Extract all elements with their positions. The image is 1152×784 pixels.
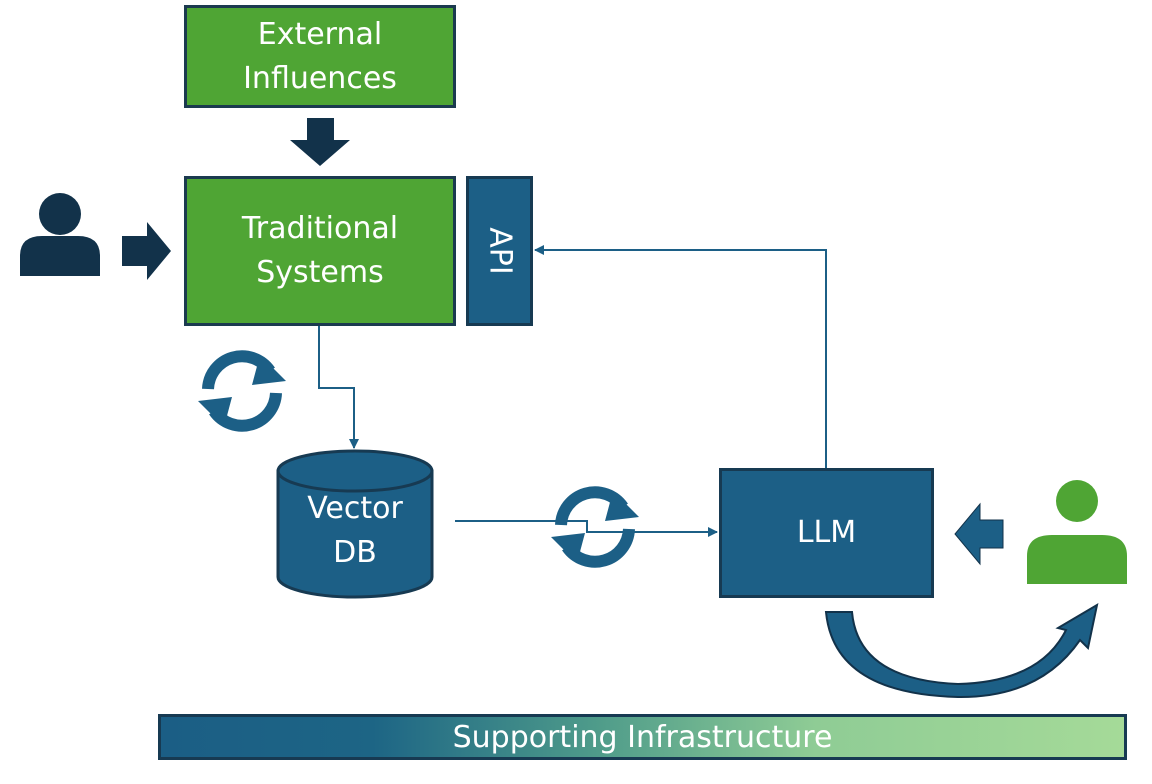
supporting-infrastructure-label: Supporting Infrastructure <box>452 719 833 755</box>
user-icon <box>1027 480 1127 584</box>
api-label: API <box>482 227 518 275</box>
vector-db-cylinder <box>276 449 434 599</box>
sync-icon <box>551 486 639 568</box>
external-influences-label: External Influences <box>243 16 397 96</box>
external-influences-box: External Influences <box>184 5 456 108</box>
arrow-down-icon <box>290 118 350 166</box>
user-icon <box>20 193 100 276</box>
arrow-right-icon <box>122 222 171 280</box>
connector-vectordb-to-llm <box>455 520 718 537</box>
traditional-systems-box: Traditional Systems <box>184 176 456 326</box>
sync-icon <box>198 350 286 432</box>
llm-label: LLM <box>796 515 857 550</box>
api-box: API <box>466 176 533 326</box>
arrow-left-icon <box>954 502 1004 566</box>
supporting-infrastructure-bar: Supporting Infrastructure <box>158 714 1127 760</box>
vector-db-label: Vector DB <box>307 491 403 570</box>
traditional-systems-label: Traditional Systems <box>241 211 399 290</box>
llm-box: LLM <box>719 468 934 598</box>
connector-llm-to-api <box>534 245 827 468</box>
connector-traditional-to-vectordb <box>318 326 359 449</box>
curved-arrow-icon <box>824 602 1099 699</box>
